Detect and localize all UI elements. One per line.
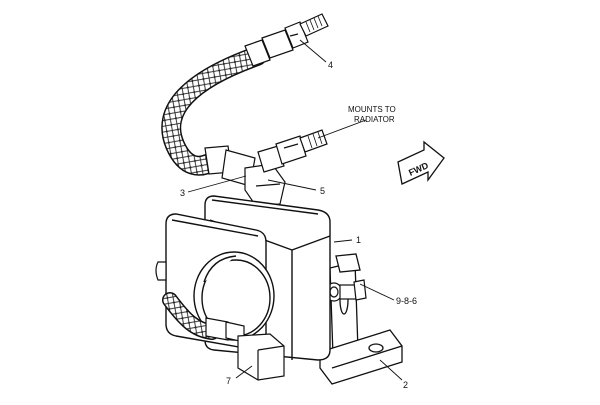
- callout-3: 3: [180, 188, 185, 198]
- note-line-1: MOUNTS TO: [348, 105, 396, 114]
- leader-lines: [187, 39, 403, 381]
- lower-elbow-fitting: [205, 317, 285, 381]
- side-knob: [155, 261, 167, 281]
- note-line-2: RADIATOR: [354, 115, 395, 124]
- braided-hose: [161, 46, 267, 176]
- forward-arrow-icon: FWD: [397, 140, 445, 185]
- callout-9-8-6: 9-8-6: [396, 296, 417, 306]
- callout-5: 5: [320, 186, 325, 196]
- callout-2: 2: [403, 380, 408, 390]
- callout-4: 4: [328, 60, 333, 70]
- hose-end-fitting-top: [244, 13, 329, 67]
- radiator-tee-fitting: [257, 129, 328, 173]
- elbow-fitting: [204, 145, 286, 213]
- callout-1: 1: [356, 235, 361, 245]
- callout-7: 7: [226, 376, 231, 386]
- mounting-bracket: [319, 253, 403, 385]
